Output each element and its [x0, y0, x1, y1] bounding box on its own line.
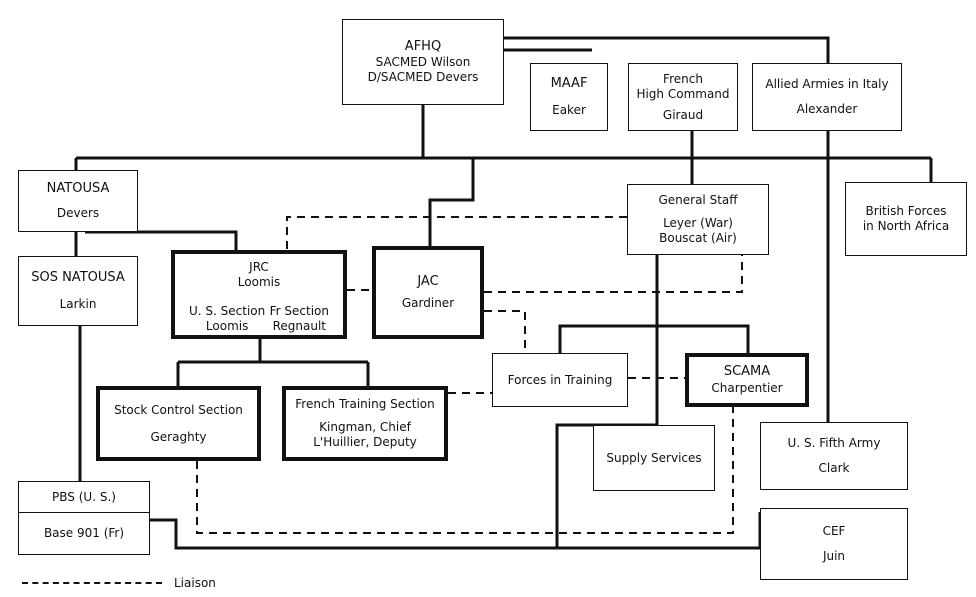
jrc-line1: Loomis	[237, 275, 281, 289]
jrc-us-section-chief: Loomis	[205, 319, 249, 333]
jrc-box[interactable]: JRC Loomis U. S. Section Loomis Fr Secti…	[171, 250, 347, 339]
maaf-box[interactable]: MAAF Eaker	[530, 63, 608, 131]
liaison-stock-to-scama	[196, 405, 734, 534]
general-staff-box[interactable]: General Staff Leyer (War) Bouscat (Air)	[627, 184, 769, 255]
liaison-legend-swatch	[22, 582, 162, 584]
maaf-title: MAAF	[550, 76, 588, 92]
scama-line1: Charpentier	[711, 380, 783, 395]
scama-box[interactable]: SCAMA Charpentier	[685, 353, 809, 407]
natousa-title: NATOUSA	[46, 181, 110, 197]
jrc-us-section-label: U. S. Section	[189, 304, 266, 318]
allied-armies-line1: Alexander	[796, 102, 858, 116]
pbs-top-section: PBS (U. S.)	[19, 482, 149, 513]
liaison-gs-to-jrc	[286, 216, 627, 250]
french-training-title: French Training Section	[295, 397, 435, 411]
general-staff-line2: Bouscat (Air)	[659, 231, 737, 245]
liaison-jac-to-gs	[484, 255, 743, 293]
jac-line1: Gardiner	[401, 296, 455, 311]
allied-armies-title: Allied Armies in Italy	[765, 77, 889, 91]
maaf-line1: Eaker	[552, 102, 586, 117]
line-afhq-to-jac	[428, 158, 475, 246]
pbs-bottom-label: Base 901 (Fr)	[43, 526, 125, 540]
cef-title: CEF	[822, 524, 846, 538]
sos-natousa-box[interactable]: SOS NATOUSA Larkin	[18, 256, 138, 326]
liaison-lines	[196, 216, 743, 534]
pbs-bottom-section: Base 901 (Fr)	[19, 513, 149, 554]
british-forces-line2: in North Africa	[862, 219, 950, 233]
jrc-us-section: U. S. Section Loomis	[189, 304, 265, 334]
line-gs-to-forces-scama	[558, 324, 750, 353]
french-high-command-line1: Giraud	[662, 107, 704, 122]
french-training-line1: Kingman, Chief	[319, 420, 411, 434]
french-high-command-box[interactable]: French High Command Giraud	[628, 63, 738, 131]
british-forces-line1: British Forces	[865, 204, 947, 218]
supply-services-box[interactable]: Supply Services	[593, 425, 715, 491]
sos-natousa-title: SOS NATOUSA	[31, 270, 125, 286]
us-fifth-army-title: U. S. Fifth Army	[787, 436, 881, 450]
jrc-fr-section-chief: Regnault	[272, 319, 327, 333]
scama-title: SCAMA	[723, 364, 771, 380]
pbs-top-label: PBS (U. S.)	[52, 489, 116, 504]
natousa-line1: Devers	[56, 205, 100, 220]
jrc-sections: U. S. Section Loomis Fr Section Regnault	[175, 304, 343, 334]
jac-box[interactable]: JAC Gardiner	[372, 246, 484, 339]
general-staff-title: General Staff	[658, 193, 738, 207]
jrc-fr-section-label: Fr Section	[269, 304, 329, 318]
afhq-title: AFHQ	[404, 38, 442, 54]
afhq-line1: SACMED Wilson	[375, 55, 471, 70]
stock-control-box[interactable]: Stock Control Section Geraghty	[96, 386, 261, 461]
french-high-command-title2: High Command	[636, 86, 730, 101]
afhq-line2: D/SACMED Devers	[367, 70, 479, 85]
french-training-line2: L'Huillier, Deputy	[313, 435, 417, 449]
line-pbs-to-supply	[150, 518, 557, 550]
supply-services-title: Supply Services	[606, 450, 702, 465]
natousa-box[interactable]: NATOUSA Devers	[18, 170, 138, 232]
liaison-jac-to-forces	[484, 310, 526, 353]
forces-in-training-box[interactable]: Forces in Training	[492, 353, 628, 407]
jrc-fr-section: Fr Section Regnault	[270, 304, 329, 334]
general-staff-line1: Leyer (War)	[663, 216, 733, 230]
cef-box[interactable]: CEF Juin	[760, 508, 908, 580]
cef-line1: Juin	[822, 549, 846, 563]
afhq-box[interactable]: AFHQ SACMED Wilson D/SACMED Devers	[342, 19, 504, 105]
jrc-title: JRC	[249, 260, 269, 274]
jac-title: JAC	[417, 273, 439, 289]
line-natousa-to-jrc	[85, 230, 238, 250]
us-fifth-army-line1: Clark	[818, 461, 850, 475]
stock-control-line1: Geraghty	[150, 429, 207, 444]
legend: Liaison	[22, 576, 216, 590]
french-high-command-title1: French	[663, 71, 703, 86]
line-afhq-to-allied-armies	[504, 36, 830, 65]
pbs-box[interactable]: PBS (U. S.) Base 901 (Fr)	[18, 481, 150, 555]
allied-armies-italy-box[interactable]: Allied Armies in Italy Alexander	[752, 63, 902, 131]
forces-in-training-title: Forces in Training	[507, 372, 613, 387]
british-forces-box[interactable]: British Forces in North Africa	[845, 182, 967, 256]
stock-control-title: Stock Control Section	[114, 402, 243, 417]
liaison-legend-label: Liaison	[174, 576, 216, 590]
french-training-box[interactable]: French Training Section Kingman, Chief L…	[282, 386, 448, 461]
sos-natousa-line1: Larkin	[59, 296, 97, 311]
us-fifth-army-box[interactable]: U. S. Fifth Army Clark	[760, 422, 908, 490]
